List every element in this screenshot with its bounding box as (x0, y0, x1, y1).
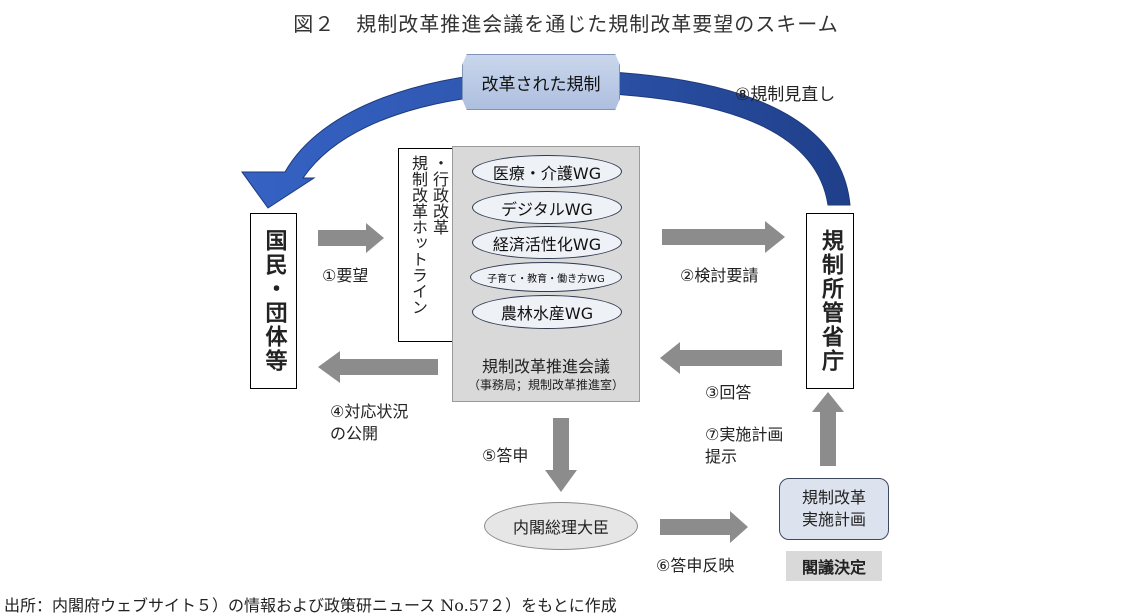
ministry-box: 規制所管省庁 (806, 213, 854, 389)
arrow-plan-present (812, 392, 844, 466)
step6-label: ⑥答申反映 (656, 556, 735, 575)
reformed-regulation-box: 改革された規制 (462, 54, 620, 110)
cabinet-decision-label: 閣議決定 (801, 558, 866, 577)
step4-label-2: の公開 (330, 424, 379, 443)
hotline-label-1: 規制改革ホットライン (409, 155, 428, 315)
source-note: 出所：内閣府ウェブサイト５）の情報および政策研ニュース No.57２）をもとに作… (4, 596, 617, 615)
step5-label: ⑤答申 (482, 446, 529, 465)
council-secretariat: （事務局；規制改革推進室） (467, 378, 624, 392)
council-name: 規制改革推進会議 (481, 357, 610, 376)
step2-label: ②検討要請 (680, 266, 759, 285)
wg-economy: 経済活性化WG (472, 226, 622, 259)
hotline-box: 規制改革ホットライン ・行政改革 (398, 148, 460, 342)
step4-label-1: ④対応状況 (330, 402, 409, 421)
step3-label: ③回答 (705, 383, 752, 402)
arrow-publish (318, 351, 438, 383)
cabinet-decision-tag: 閣議決定 (786, 551, 882, 581)
arrow-request (318, 223, 384, 253)
step1-label: ①要望 (322, 266, 369, 285)
reform-plan-label-1: 規制改革 (801, 488, 866, 507)
prime-minister-ellipse: 内閣総理大臣 (484, 502, 638, 550)
reformed-regulation-label: 改革された規制 (481, 74, 601, 95)
feedback-curve-arrow (241, 69, 851, 209)
prime-minister-label: 内閣総理大臣 (512, 518, 609, 537)
arrow-review-request (662, 221, 785, 253)
people-box: 国民・団体等 (250, 213, 297, 389)
ministry-label: 規制所管省庁 (818, 229, 843, 373)
arrow-answer (660, 342, 782, 374)
arrow-report (545, 418, 577, 492)
step7-label-1: ⑦実施計画 (705, 425, 784, 444)
step7-label-2: 提示 (705, 447, 738, 466)
step8-label: ⑧規制見直し (735, 85, 836, 105)
people-label: 国民・団体等 (261, 229, 287, 373)
wg-medical: 医療・介護WG (472, 155, 622, 188)
reform-plan-label-2: 実施計画 (801, 510, 866, 529)
wg-childcare: 子育て・教育・働き方WG (470, 262, 622, 292)
wg-digital: デジタルWG (472, 191, 622, 224)
diagram-title: 図２ 規制改革推進会議を通じた規制改革要望のスキーム (293, 12, 839, 36)
wg-agriculture: 農林水産WG (472, 295, 622, 329)
reform-plan-box: 規制改革 実施計画 (779, 478, 889, 540)
arrow-reflect (660, 511, 748, 543)
hotline-label-2: ・行政改革 (430, 155, 449, 235)
